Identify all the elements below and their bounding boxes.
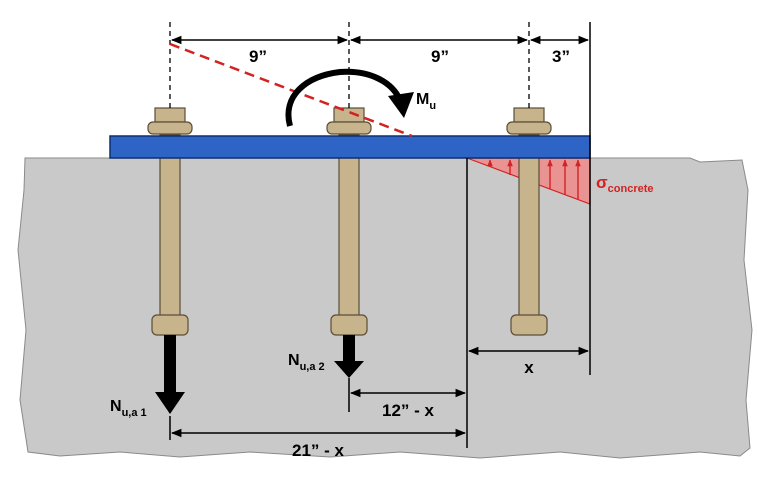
concrete-block xyxy=(17,157,753,459)
anchor-bolt-2 xyxy=(326,107,372,336)
bolt-1-tension-arrow xyxy=(155,335,185,414)
concrete-stress-label: σconcrete xyxy=(596,173,654,195)
moment-arrowhead xyxy=(388,92,414,118)
moment-arrow xyxy=(285,68,403,127)
dim-9in-right: 9” xyxy=(431,47,449,66)
dim-12in-minus-x: 12” - x xyxy=(382,401,435,420)
base-plate xyxy=(109,135,591,159)
dim-21in-minus-x: 21” - x xyxy=(292,441,345,460)
stress-profile-dashed-line xyxy=(169,42,413,138)
bolt-2-tension-arrow xyxy=(334,335,364,378)
anchor-bolt-3 xyxy=(506,107,552,336)
moment-label: Mu xyxy=(416,91,436,112)
lower-dimension-lines xyxy=(169,346,590,440)
dim-9in-left: 9” xyxy=(249,47,267,66)
dim-x: x xyxy=(524,358,534,377)
bolt-2-tension-label: Nu,a 2 xyxy=(288,352,325,373)
stress-arrows xyxy=(487,159,581,199)
dim-3in: 3” xyxy=(552,47,570,66)
bolt-1-tension-label: Nu,a 1 xyxy=(110,398,147,419)
